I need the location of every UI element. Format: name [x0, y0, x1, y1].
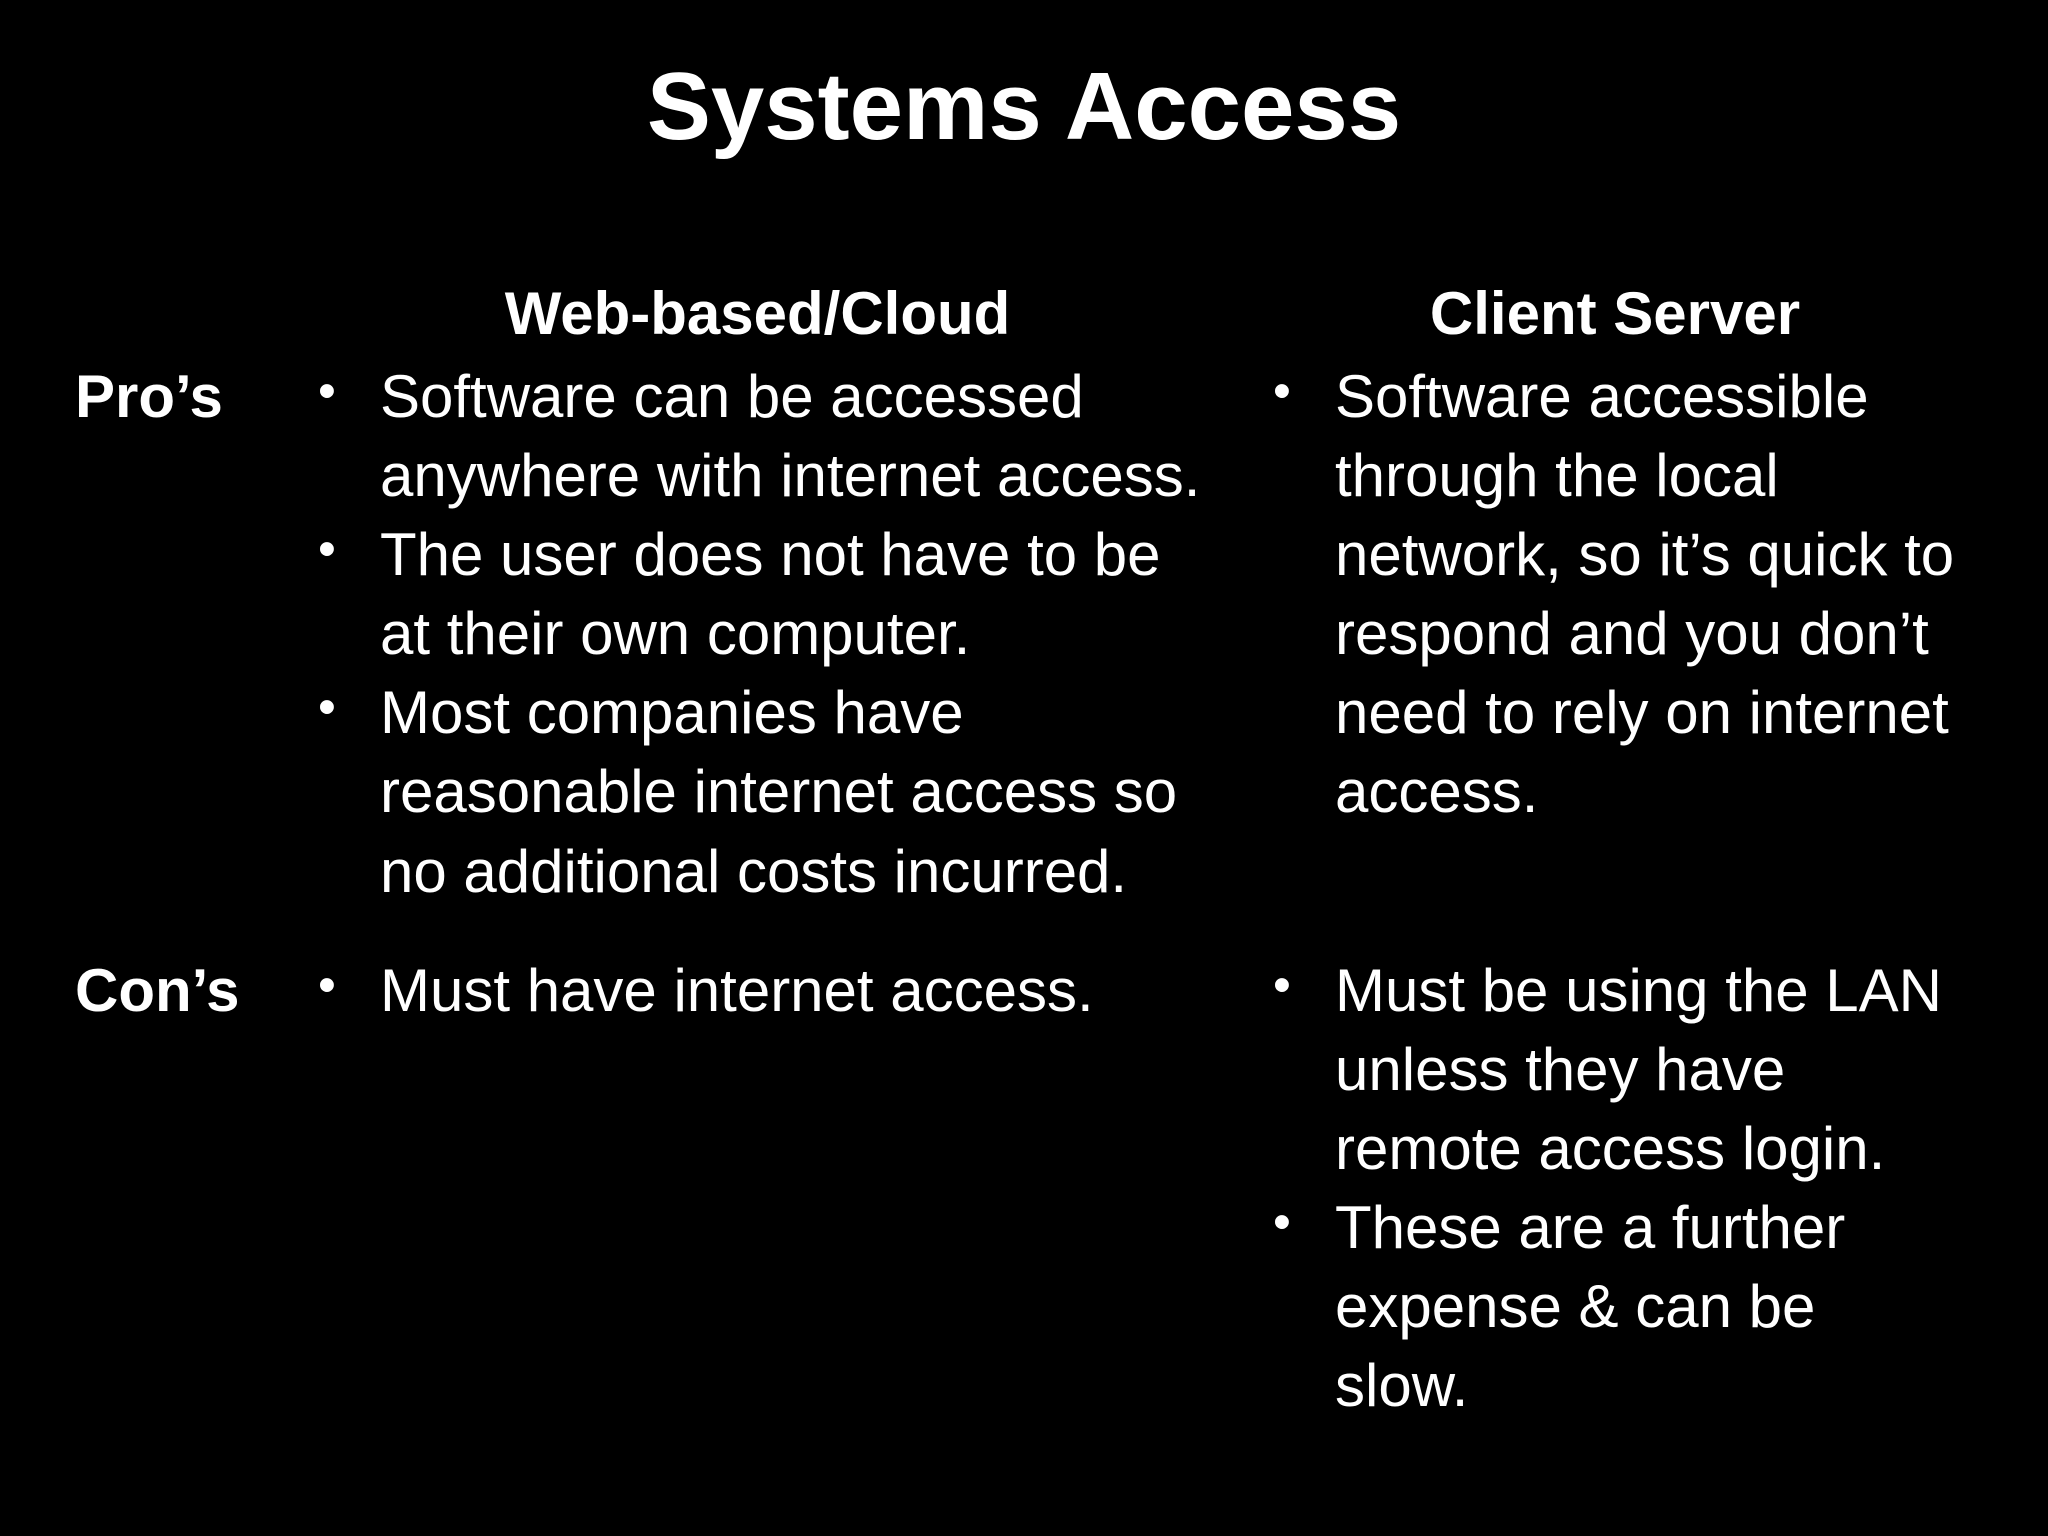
bullet-icon: •: [318, 955, 336, 1013]
list-item: • These are a further expense & can be s…: [1265, 1188, 1965, 1425]
pros-list-web-based-cloud: • Software can be accessed anywhere with…: [310, 357, 1205, 910]
list-item: • Software can be accessed anywhere with…: [310, 357, 1205, 515]
comparison-table: Web-based/Cloud Client Server Pro’s • So…: [0, 274, 2048, 1424]
bullet-icon: •: [318, 362, 336, 420]
bullet-icon: •: [1273, 362, 1291, 420]
bullet-icon: •: [1273, 1192, 1291, 1250]
column-header-web-based-cloud: Web-based/Cloud: [504, 280, 1011, 348]
list-item: • Must have internet access.: [310, 951, 1205, 1030]
bullet-text: Must be using the LAN unless they have r…: [1335, 956, 1943, 1182]
bullet-text: Software can be accessed anywhere with i…: [380, 363, 1201, 510]
pros-client-server-cell: • Software accessible through the local …: [1265, 357, 2048, 910]
cons-client-server-cell: • Must be using the LAN unless they have…: [1265, 911, 2048, 1425]
pros-list-client-server: • Software accessible through the local …: [1265, 357, 1965, 831]
row-label-cons: Con’s: [75, 956, 240, 1024]
list-item: • Software accessible through the local …: [1265, 357, 1965, 831]
list-item: • Most companies have reasonable interne…: [310, 673, 1205, 910]
pros-web-based-cloud-cell: • Software can be accessed anywhere with…: [310, 357, 1265, 910]
list-item: • The user does not have to be at their …: [310, 515, 1205, 673]
row-label-pros: Pro’s: [75, 363, 223, 431]
bullet-icon: •: [1273, 955, 1291, 1013]
bullet-text: These are a further expense & can be slo…: [1335, 1193, 1846, 1419]
bullet-text: Most companies have reasonable internet …: [380, 679, 1178, 905]
bullet-text: Must have internet access.: [380, 956, 1094, 1024]
slide-title: Systems Access: [646, 53, 1402, 160]
bullet-text: The user does not have to be at their ow…: [380, 521, 1161, 668]
list-item: • Must be using the LAN unless they have…: [1265, 951, 1965, 1188]
bullet-text: Software accessible through the local ne…: [1335, 363, 1955, 826]
header-spacer: [0, 274, 310, 357]
column-header-client-server: Client Server: [1429, 280, 1801, 348]
cons-list-web-based-cloud: • Must have internet access.: [310, 951, 1205, 1030]
bullet-icon: •: [318, 520, 336, 578]
cons-list-client-server: • Must be using the LAN unless they have…: [1265, 951, 1965, 1425]
bullet-icon: •: [318, 678, 336, 736]
cons-web-based-cloud-cell: • Must have internet access.: [310, 911, 1265, 1425]
